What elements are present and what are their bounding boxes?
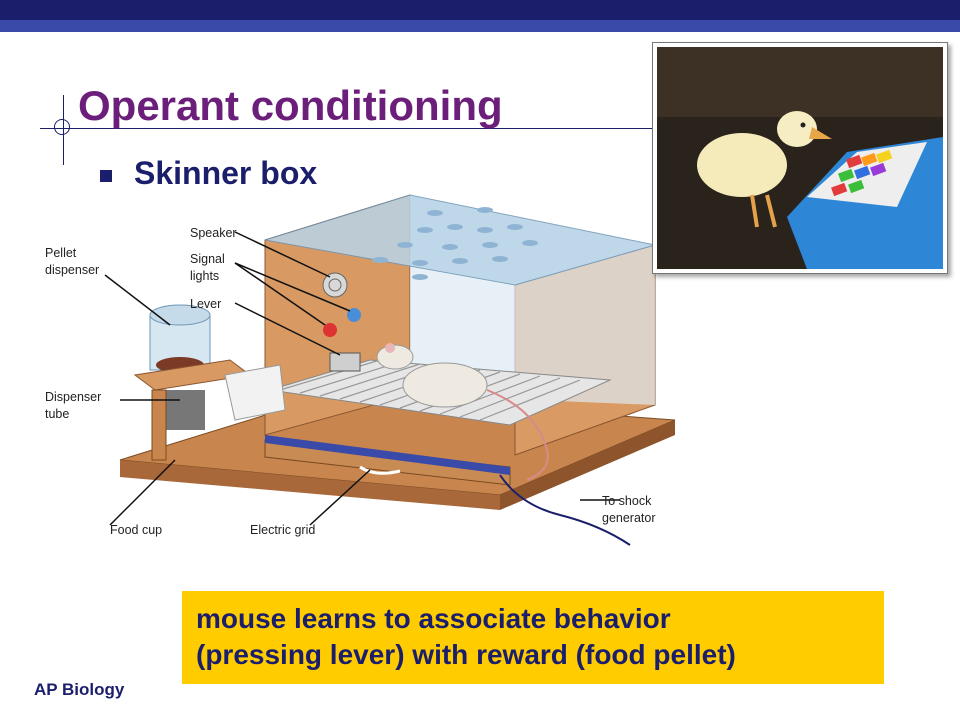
label-shock-2: generator (602, 511, 656, 525)
square-bullet-icon (100, 169, 112, 182)
label-dispenser-tube-2: tube (45, 407, 69, 421)
callout-line-2: (pressing lever) with reward (food pelle… (196, 639, 736, 670)
slide-title: Operant conditioning (78, 82, 503, 129)
label-speaker: Speaker (190, 226, 237, 240)
label-shock-1: To shock (602, 494, 652, 508)
label-pellet-dispenser-1: Pellet (45, 246, 77, 260)
callout-line-1: mouse learns to associate behavior (196, 603, 671, 634)
label-food-cup: Food cup (110, 523, 162, 537)
duckling-photo-frame (652, 42, 948, 274)
label-pellet-dispenser-2: dispenser (45, 263, 99, 277)
bullet-item: Skinner box (100, 155, 317, 192)
summary-callout: mouse learns to associate behavior (pres… (182, 591, 884, 684)
bullet-text: Skinner box (134, 155, 318, 191)
label-dispenser-tube-1: Dispenser (45, 390, 101, 404)
header-stripe (0, 20, 960, 32)
crosshair-icon (54, 119, 70, 135)
label-signal-lights-1: Signal (190, 252, 225, 266)
label-electric-grid: Electric grid (250, 523, 315, 537)
skinner-box-diagram: Speaker Signal lights Lever Pellet dispe… (45, 194, 676, 546)
duckling-piano-photo (657, 47, 943, 269)
header-bar (0, 0, 960, 32)
footer-course-label: AP Biology (34, 680, 125, 699)
title-guide-line (40, 128, 660, 129)
label-lever: Lever (190, 297, 221, 311)
label-signal-lights-2: lights (190, 269, 219, 283)
